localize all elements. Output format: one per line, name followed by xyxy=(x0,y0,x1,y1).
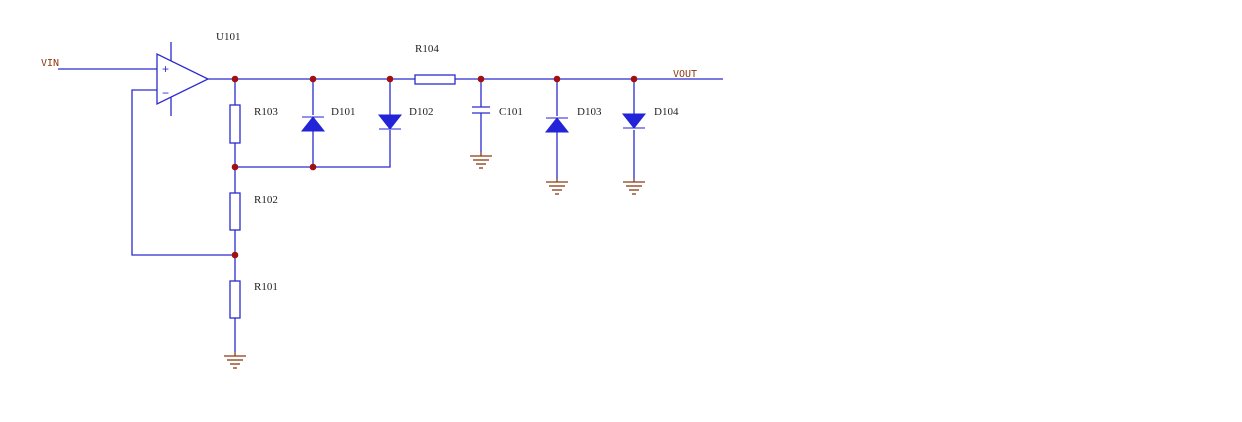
ground-symbol-r101 xyxy=(224,352,246,369)
ground-symbol-d103 xyxy=(546,179,568,195)
diode-d103: D103 xyxy=(544,106,602,133)
wire-midtap xyxy=(235,130,391,168)
r102-label: R102 xyxy=(254,194,278,206)
junction-node xyxy=(477,75,485,83)
opamp-plus-sign: + xyxy=(162,62,169,76)
d104-triangle-symbol xyxy=(621,113,647,129)
c101-label: C101 xyxy=(499,106,523,118)
ground-symbol-d104 xyxy=(623,179,645,195)
d104-label: D104 xyxy=(654,106,679,118)
junction-node xyxy=(309,163,317,171)
d102-triangle-symbol xyxy=(377,114,403,130)
r104-label: R104 xyxy=(415,43,439,55)
net-label-vout: VOUT xyxy=(673,69,697,80)
opamp-ref-label: U101 xyxy=(216,31,240,43)
resistor-r101: R101 xyxy=(229,280,278,319)
junction-node xyxy=(231,163,239,171)
r103-body xyxy=(229,104,241,144)
diode-d104: D104 xyxy=(621,106,679,129)
junction-node xyxy=(231,75,239,83)
d103-label: D103 xyxy=(577,106,602,118)
junctions xyxy=(231,75,638,259)
r101-label: R101 xyxy=(254,281,278,293)
junction-node xyxy=(309,75,317,83)
r104-body xyxy=(414,74,456,85)
resistor-r102: R102 xyxy=(229,192,278,231)
r101-body xyxy=(229,280,241,319)
wire-feedback xyxy=(131,89,235,256)
r102-body xyxy=(229,192,241,231)
d101-triangle-symbol xyxy=(300,116,326,132)
wires xyxy=(58,68,723,352)
ground-symbol-c101 xyxy=(470,152,492,169)
junction-node xyxy=(630,75,638,83)
opamp-triangle xyxy=(156,52,210,106)
junction-node xyxy=(386,75,394,83)
junction-node xyxy=(553,75,561,83)
r103-label: R103 xyxy=(254,106,278,118)
diode-d101: D101 xyxy=(300,106,355,132)
capacitor-c101: C101 xyxy=(472,106,523,118)
resistor-r104: R104 xyxy=(414,43,456,85)
d101-label: D101 xyxy=(331,106,355,118)
d103-triangle-symbol xyxy=(544,117,570,133)
opamp-u101: + − U101 xyxy=(156,31,240,116)
diode-d102: D102 xyxy=(377,106,433,130)
d102-label: D102 xyxy=(409,106,433,118)
junction-node xyxy=(231,251,239,259)
net-label-vin: VIN xyxy=(41,58,59,69)
resistor-r103: R103 xyxy=(229,104,278,144)
opamp-minus-sign: − xyxy=(162,86,169,100)
